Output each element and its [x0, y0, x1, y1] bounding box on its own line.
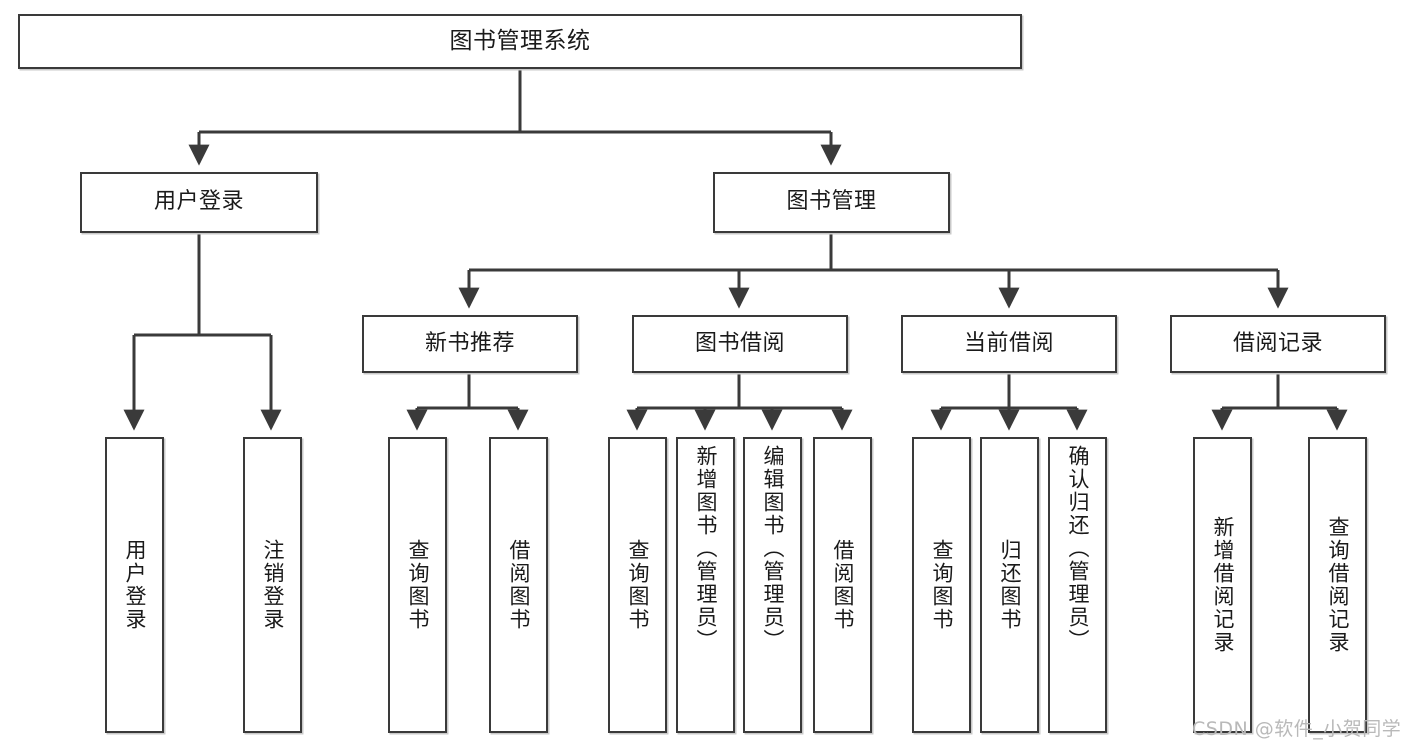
leaf-query-book-2[interactable]: 查询图书 — [608, 437, 667, 733]
node-borrow-record[interactable]: 借阅记录 — [1170, 315, 1386, 373]
node-user-login-label: 用户登录 — [153, 189, 244, 215]
leaf-user-logout[interactable]: 注销登录 — [243, 437, 302, 733]
node-borrow-record-label: 借阅记录 — [1232, 330, 1323, 356]
leaf-user-login[interactable]: 用户登录 — [105, 437, 164, 733]
leaf-return-book[interactable]: 归还图书 — [980, 437, 1039, 733]
node-book-borrow[interactable]: 图书借阅 — [632, 315, 848, 373]
leaf-add-book[interactable]: 新增图书（管理员） — [676, 437, 735, 733]
leaf-query-book-1[interactable]: 查询图书 — [388, 437, 447, 733]
leaf-add-record-label: 新增借阅记录 — [1211, 516, 1235, 654]
leaf-return-book-label: 归还图书 — [998, 539, 1022, 631]
leaf-add-book-label: 新增图书（管理员） — [694, 445, 718, 652]
leaf-query-book-3[interactable]: 查询图书 — [912, 437, 971, 733]
node-current-borrow[interactable]: 当前借阅 — [901, 315, 1117, 373]
leaf-query-book-2-label: 查询图书 — [626, 539, 650, 631]
node-new-book-recommend-label: 新书推荐 — [424, 330, 515, 356]
leaf-query-book-3-label: 查询图书 — [930, 539, 954, 631]
leaf-query-record[interactable]: 查询借阅记录 — [1308, 437, 1367, 733]
node-new-book-recommend[interactable]: 新书推荐 — [362, 315, 578, 373]
node-book-manage[interactable]: 图书管理 — [713, 172, 950, 233]
leaf-user-login-label: 用户登录 — [123, 539, 147, 631]
leaf-borrow-book-2[interactable]: 借阅图书 — [813, 437, 872, 733]
node-book-manage-label: 图书管理 — [786, 189, 877, 215]
node-book-borrow-label: 图书借阅 — [694, 330, 785, 356]
leaf-borrow-book-2-label: 借阅图书 — [831, 539, 855, 631]
leaf-add-record[interactable]: 新增借阅记录 — [1193, 437, 1252, 733]
node-current-borrow-label: 当前借阅 — [963, 330, 1054, 356]
node-root-label: 图书管理系统 — [449, 27, 591, 54]
leaf-query-record-label: 查询借阅记录 — [1326, 516, 1350, 654]
node-root[interactable]: 图书管理系统 — [18, 14, 1022, 69]
leaf-user-logout-label: 注销登录 — [261, 539, 285, 631]
leaf-borrow-book-1-label: 借阅图书 — [507, 539, 531, 631]
leaf-confirm-return[interactable]: 确认归还（管理员） — [1048, 437, 1107, 733]
leaf-confirm-return-label: 确认归还（管理员） — [1066, 445, 1090, 652]
csdn-watermark: CSDN @软件_小贺同学 — [1192, 718, 1402, 740]
leaf-edit-book[interactable]: 编辑图书（管理员） — [743, 437, 802, 733]
leaf-query-book-1-label: 查询图书 — [406, 539, 430, 631]
leaf-edit-book-label: 编辑图书（管理员） — [761, 445, 785, 652]
node-user-login[interactable]: 用户登录 — [80, 172, 318, 233]
leaf-borrow-book-1[interactable]: 借阅图书 — [489, 437, 548, 733]
